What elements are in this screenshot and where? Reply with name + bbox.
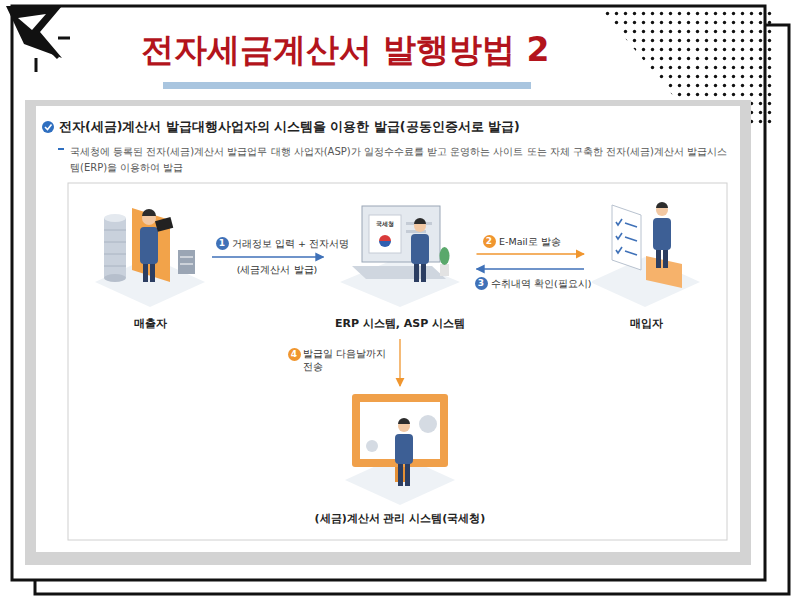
check-icon [42, 121, 54, 133]
system-box: (세금)계산서 관리 시스템(국세청) [308, 390, 493, 530]
node-label: ERP 시스템, ASP 시스템 [328, 316, 473, 331]
note-label: 국세청 [376, 220, 394, 228]
system-box: ERP 시스템, ASP 시스템 [328, 195, 473, 335]
seller-illustration [95, 208, 205, 307]
edge-label: 발급일 다음날까지 전송 [302, 347, 392, 373]
edge-label: 수취내역 확인(필요시) [490, 277, 592, 290]
buyer-illustration [590, 202, 700, 307]
dash-marker [58, 148, 64, 150]
nts-illustration [345, 394, 455, 505]
flow-arrow [477, 268, 585, 269]
callout-number: 3 [475, 277, 488, 290]
flow-arrow [399, 339, 400, 386]
front-frame [12, 6, 765, 580]
flow-arrow [477, 253, 585, 254]
panel-heading: 전자(세금)계산서 발급대행사업자의 시스템을 이용한 발급(공동인증서로 발급… [59, 117, 520, 137]
check-mark [45, 125, 52, 130]
slide-title: 전자세금계산서 발행방법 2 [0, 28, 690, 73]
diagram-frame [68, 183, 727, 540]
title-underline [163, 82, 531, 89]
node-label: 매입자 [588, 316, 704, 331]
panel-sheet [36, 106, 740, 552]
panel: 매출자 ERP 시스템, ASP 시스템 매입자 (세금)계산서 관리 시스템(국세청… [37, 107, 740, 550]
actor-box: 매입자 [588, 195, 704, 335]
note-label: (세금계산서 발급) [236, 263, 318, 276]
back-frame [35, 25, 789, 594]
callout-number: 4 [288, 348, 301, 361]
edge-label: E-Mail로 발송 [498, 235, 562, 248]
actor-box: 매출자 [92, 195, 208, 335]
edge-label: 거래정보 입력 + 전자서명 [231, 237, 350, 250]
erp-illustration [340, 206, 460, 307]
corner-icon [6, 6, 70, 72]
panel-ground [25, 100, 751, 565]
node-label: (세금)계산서 관리 시스템(국세청) [308, 511, 493, 526]
panel-description: 국세청에 등록된 전자(세금)계산서 발급업무 대행 사업자(ASP)가 일정수… [70, 144, 730, 176]
callout-number: 2 [483, 235, 496, 248]
flow-arrow [212, 256, 324, 257]
callout-number: 1 [216, 237, 229, 250]
node-label: 매출자 [92, 316, 208, 331]
